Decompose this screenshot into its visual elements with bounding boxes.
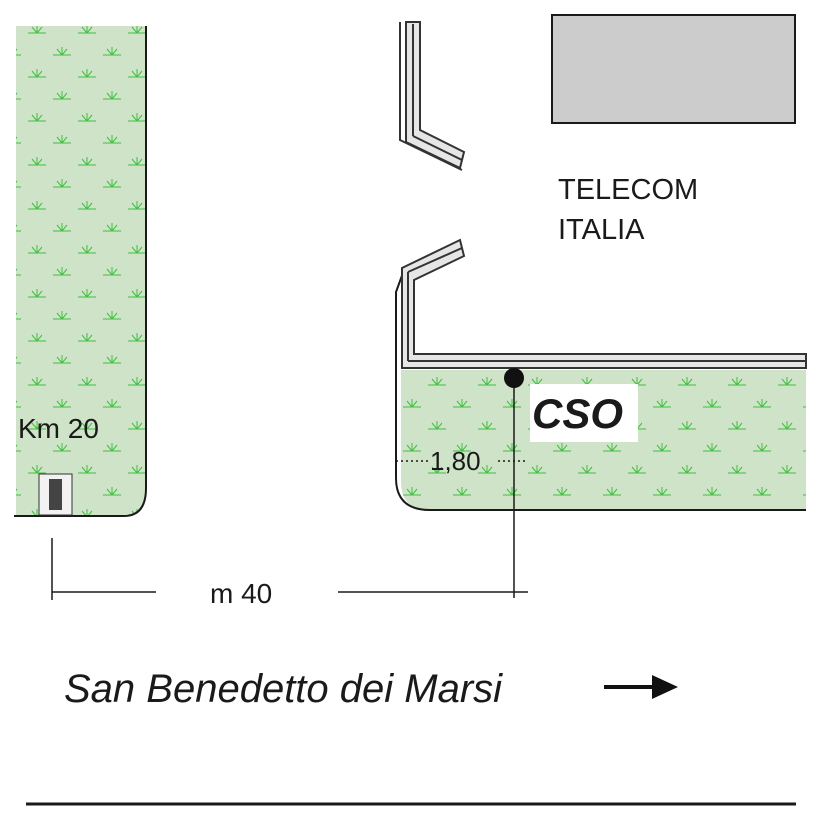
km-label: Km 20 (18, 413, 99, 444)
km-stone-icon (38, 473, 73, 516)
upper-wall (399, 21, 466, 171)
cso-label-bg (530, 384, 638, 442)
lower-wall (401, 238, 807, 369)
left-grass-area (14, 26, 147, 517)
distance-label: m 40 (210, 578, 272, 609)
cso-point-icon (504, 368, 524, 388)
building-label-line2: ITALIA (558, 214, 645, 246)
cso-label: CSO (532, 390, 623, 437)
building-label-line1: TELECOM (558, 174, 698, 206)
right-arrow-icon (604, 675, 678, 699)
direction-label: San Benedetto dei Marsi (64, 667, 503, 711)
telecom-building (551, 14, 796, 124)
offset-label: 1,80 (430, 446, 481, 476)
